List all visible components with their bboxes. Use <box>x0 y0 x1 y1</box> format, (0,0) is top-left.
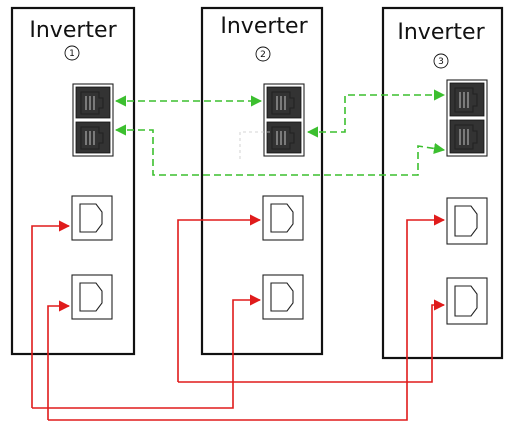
inverter-1-number: 1 <box>69 49 75 59</box>
inverter-3-number-circle <box>433 53 449 69</box>
rj-port-icon <box>262 195 304 241</box>
red-link-2a <box>177 214 262 382</box>
stacked-rj45-port-icon <box>72 83 114 157</box>
inverter-1-title: Inverter <box>29 18 117 43</box>
rj-port-icon <box>446 197 488 245</box>
red-link-2b <box>32 294 262 409</box>
inverter-3-title: Inverter <box>397 20 485 45</box>
rj-port-icon <box>262 274 304 320</box>
red-link-3b <box>178 299 446 383</box>
inverter-2-title: Inverter <box>220 14 308 39</box>
stacked-rj45-port-icon <box>446 79 488 157</box>
rj-port-icon <box>446 277 488 325</box>
inverter-3-number: 3 <box>438 57 444 67</box>
rj-port-icon <box>71 195 113 241</box>
rj-port-icon <box>71 274 113 320</box>
red-link-3a <box>48 214 446 421</box>
green-link-1-3 <box>114 124 446 176</box>
stacked-rj45-port-icon <box>263 83 305 157</box>
inverter-2-number-circle <box>255 46 271 62</box>
red-link-1a <box>31 220 71 408</box>
inverter-2-number: 2 <box>260 50 266 60</box>
inverter-2: Inverter 2 <box>200 6 324 356</box>
green-link-2-3 <box>306 89 446 138</box>
inverter-1-number-circle <box>64 45 80 61</box>
red-link-1b <box>47 300 71 420</box>
